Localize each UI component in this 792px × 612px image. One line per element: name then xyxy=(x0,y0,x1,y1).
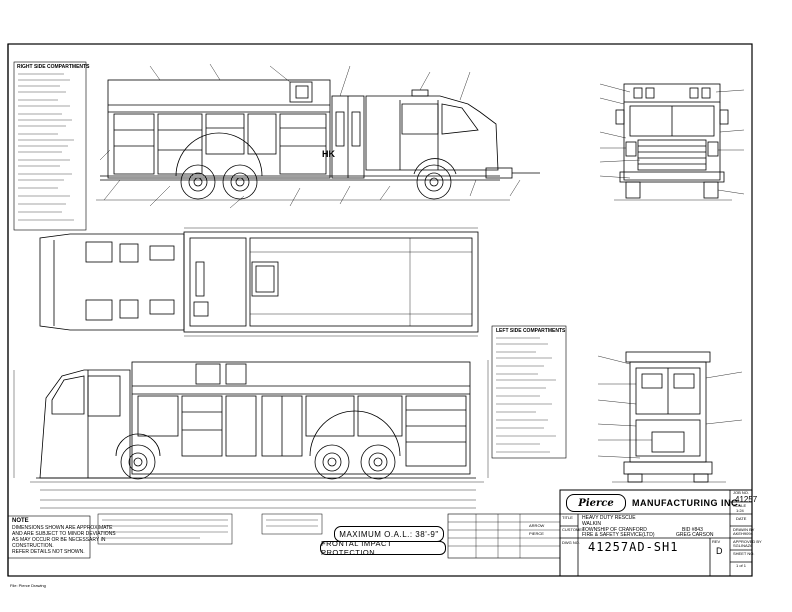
notes-line: DIMENSIONS SHOWN ARE APPROXIMATE xyxy=(12,525,113,531)
company-name: MANUFACTURING INC. xyxy=(632,498,741,508)
frontal-impact-box: FRONTAL IMPACT PROTECTION xyxy=(320,539,446,557)
title-line-1: HEAVY DUTY RESCUE xyxy=(582,515,636,521)
title-label: TITLE xyxy=(562,515,573,520)
rear-elevation xyxy=(612,351,726,483)
customer-line-1: TOWNSHIP OF CRANFORD xyxy=(582,527,647,533)
notes-line: CONSTRUCTION. xyxy=(12,543,54,549)
rev-label: REV xyxy=(712,539,721,544)
hk-badge: HK xyxy=(322,149,335,159)
plan-view xyxy=(39,227,479,337)
date-label: DATE xyxy=(736,516,747,521)
side-elevation-right xyxy=(96,79,540,201)
approved-by: SGLINAZ6 xyxy=(733,543,753,548)
drawn-label: DRAWN BY xyxy=(733,527,755,532)
drawing-label: DWG NO. xyxy=(562,540,580,545)
drawing-number: 41257AD-SH1 xyxy=(588,540,679,554)
customer-label: CUSTOMER xyxy=(562,527,585,532)
order-code: BID #843 xyxy=(682,527,703,533)
pierce-logo: Pierce xyxy=(566,494,626,512)
right-side-heading: RIGHT SIDE COMPARTMENTS xyxy=(17,64,90,70)
chassis-value: PIERCE xyxy=(529,531,544,536)
notes-line: REFER DETAILS NOT SHOWN. xyxy=(12,549,85,555)
order-sub: GREG CARSON xyxy=(676,532,714,538)
model-value: ARROW xyxy=(529,523,545,528)
job-label: JOB NO. xyxy=(733,490,750,495)
approved-label: APPROVED BY xyxy=(733,539,762,544)
side-elevation-left xyxy=(30,361,484,483)
title-block-frame xyxy=(7,489,753,577)
footer-file: File: Pierce Drawing xyxy=(10,583,46,588)
rev-value: D xyxy=(716,546,723,556)
front-elevation xyxy=(614,83,732,201)
notes-heading: NOTE xyxy=(12,518,29,524)
sheet-label: SHEET NO. xyxy=(733,551,755,556)
scale-label: SCALE xyxy=(733,503,747,508)
drawn-by: AKEH9094 xyxy=(733,531,753,536)
job-number: 41257 xyxy=(735,495,758,504)
left-side-heading: LEFT SIDE COMPARTMENTS xyxy=(496,328,566,334)
title-line-2: WALKIN xyxy=(582,521,601,527)
notes-line: AS MAY OCCUR OR BE NECESSARY IN xyxy=(12,537,106,543)
customer-line-2: FIRE & SAFETY SERVICE(LTD) xyxy=(582,532,655,538)
notes-line: AND ARE SUBJECT TO MINOR DEVIATIONS xyxy=(12,531,116,537)
scale-value: 1:24 xyxy=(736,508,744,513)
sheet-value: 1 of 1 xyxy=(736,563,747,568)
